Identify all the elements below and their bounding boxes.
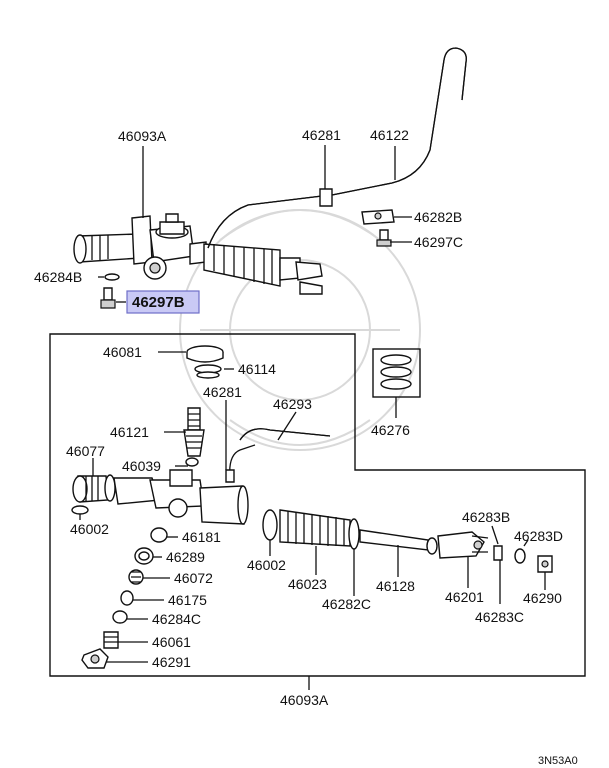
label-46002-mid: 46002 [247,557,286,573]
label-46114: 46114 [238,361,276,377]
highlight-box [126,290,200,314]
label-46276: 46276 [371,422,410,438]
label-46122: 46122 [370,127,409,143]
lower-exploded-parts [71,345,553,669]
label-46072: 46072 [174,570,213,586]
label-46291: 46291 [152,654,191,670]
label-46093a-top: 46093A [118,128,167,144]
label-46077: 46077 [66,443,105,459]
label-46121: 46121 [110,424,149,440]
label-46128: 46128 [376,578,415,594]
label-46282b: 46282B [414,209,462,225]
label-46061: 46061 [152,634,191,650]
label-46175: 46175 [168,592,207,608]
label-46023: 46023 [288,576,327,592]
label-46284c: 46284C [152,611,201,627]
label-46284b: 46284B [34,269,82,285]
label-46282c: 46282C [322,596,371,612]
label-46283b: 46283B [462,509,510,525]
upper-rack-assembly [73,47,467,309]
label-46039: 46039 [122,458,161,474]
highlight-46297b: 46297B [126,290,200,314]
label-46290: 46290 [523,590,562,606]
label-46081: 46081 [103,344,142,360]
label-46201: 46201 [445,589,484,605]
label-46181: 46181 [182,529,221,545]
lower-leader-lines [79,351,546,690]
label-46283d: 46283D [514,528,563,544]
label-46293: 46293 [273,396,312,412]
label-46297c: 46297C [414,234,463,250]
seal-rings-46276 [380,354,412,390]
label-46281-mid: 46281 [203,384,242,400]
label-46093a-bottom: 46093A [280,692,329,708]
label-46297b: 46297B [132,294,185,311]
diagram-code: 3N53A0 [538,755,578,767]
label-46281-top: 46281 [302,127,341,143]
assembly-frame [49,333,586,677]
label-46002-left: 46002 [70,521,109,537]
label-46283c: 46283C [475,609,524,625]
label-46289: 46289 [166,549,205,565]
upper-leader-lines [98,145,412,303]
